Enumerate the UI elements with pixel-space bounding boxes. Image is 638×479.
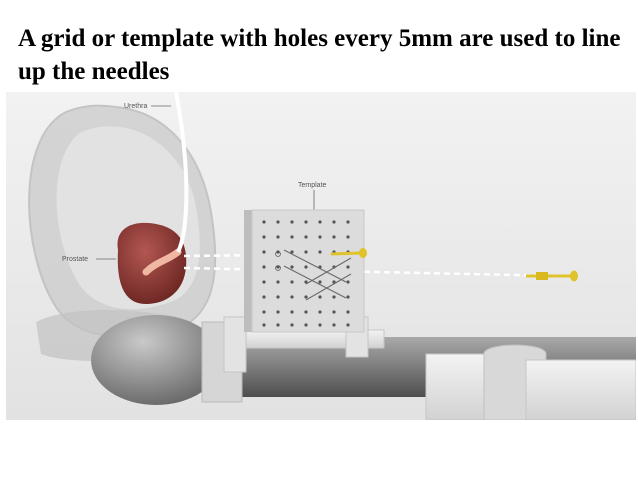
- urethra-label: Urethra: [124, 103, 147, 110]
- needle-hub-lower: [526, 270, 578, 282]
- prostate-label: Prostate: [62, 256, 88, 263]
- urethra-inside-shape: [142, 248, 182, 276]
- template-plate-side: [244, 210, 252, 332]
- template-label: Template: [298, 182, 327, 189]
- urethra-line: [174, 91, 189, 253]
- template-hole-upper: [275, 251, 281, 257]
- probe-head: [91, 315, 221, 405]
- stepper-block-right: [525, 359, 637, 421]
- needle-hub-upper: [330, 248, 367, 258]
- template-diagonal-guides: [283, 249, 352, 301]
- slide-title: A grid or template with holes every 5mm …: [18, 25, 621, 85]
- template-hole-lower: [275, 265, 281, 271]
- brachytherapy-illustration: Urethra Template Prostate: [6, 91, 637, 421]
- template-leg-left: [223, 316, 247, 373]
- template-plate: [251, 209, 365, 333]
